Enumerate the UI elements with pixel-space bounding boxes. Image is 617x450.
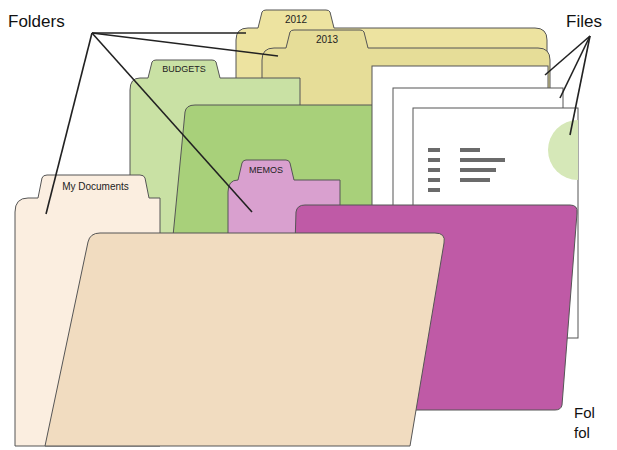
- folder-tab-label: My Documents: [42, 175, 149, 198]
- folder: My Documents: [12, 172, 450, 448]
- text-lines: [428, 148, 505, 192]
- caption-fragment: fol: [574, 424, 590, 441]
- folder-front: [45, 233, 444, 446]
- files-label: Files: [566, 12, 602, 32]
- caption-fragment: Fol: [574, 404, 595, 421]
- folder-tab-label: 2013: [290, 30, 364, 48]
- folders-label: Folders: [8, 12, 65, 32]
- chart-circle: [548, 120, 578, 180]
- folder-tab-label: 2012: [262, 10, 330, 28]
- folder-shape: [12, 172, 450, 448]
- folder-tab-label: BUDGETS: [152, 60, 216, 78]
- folder-tab-label: MEMOS: [242, 160, 290, 180]
